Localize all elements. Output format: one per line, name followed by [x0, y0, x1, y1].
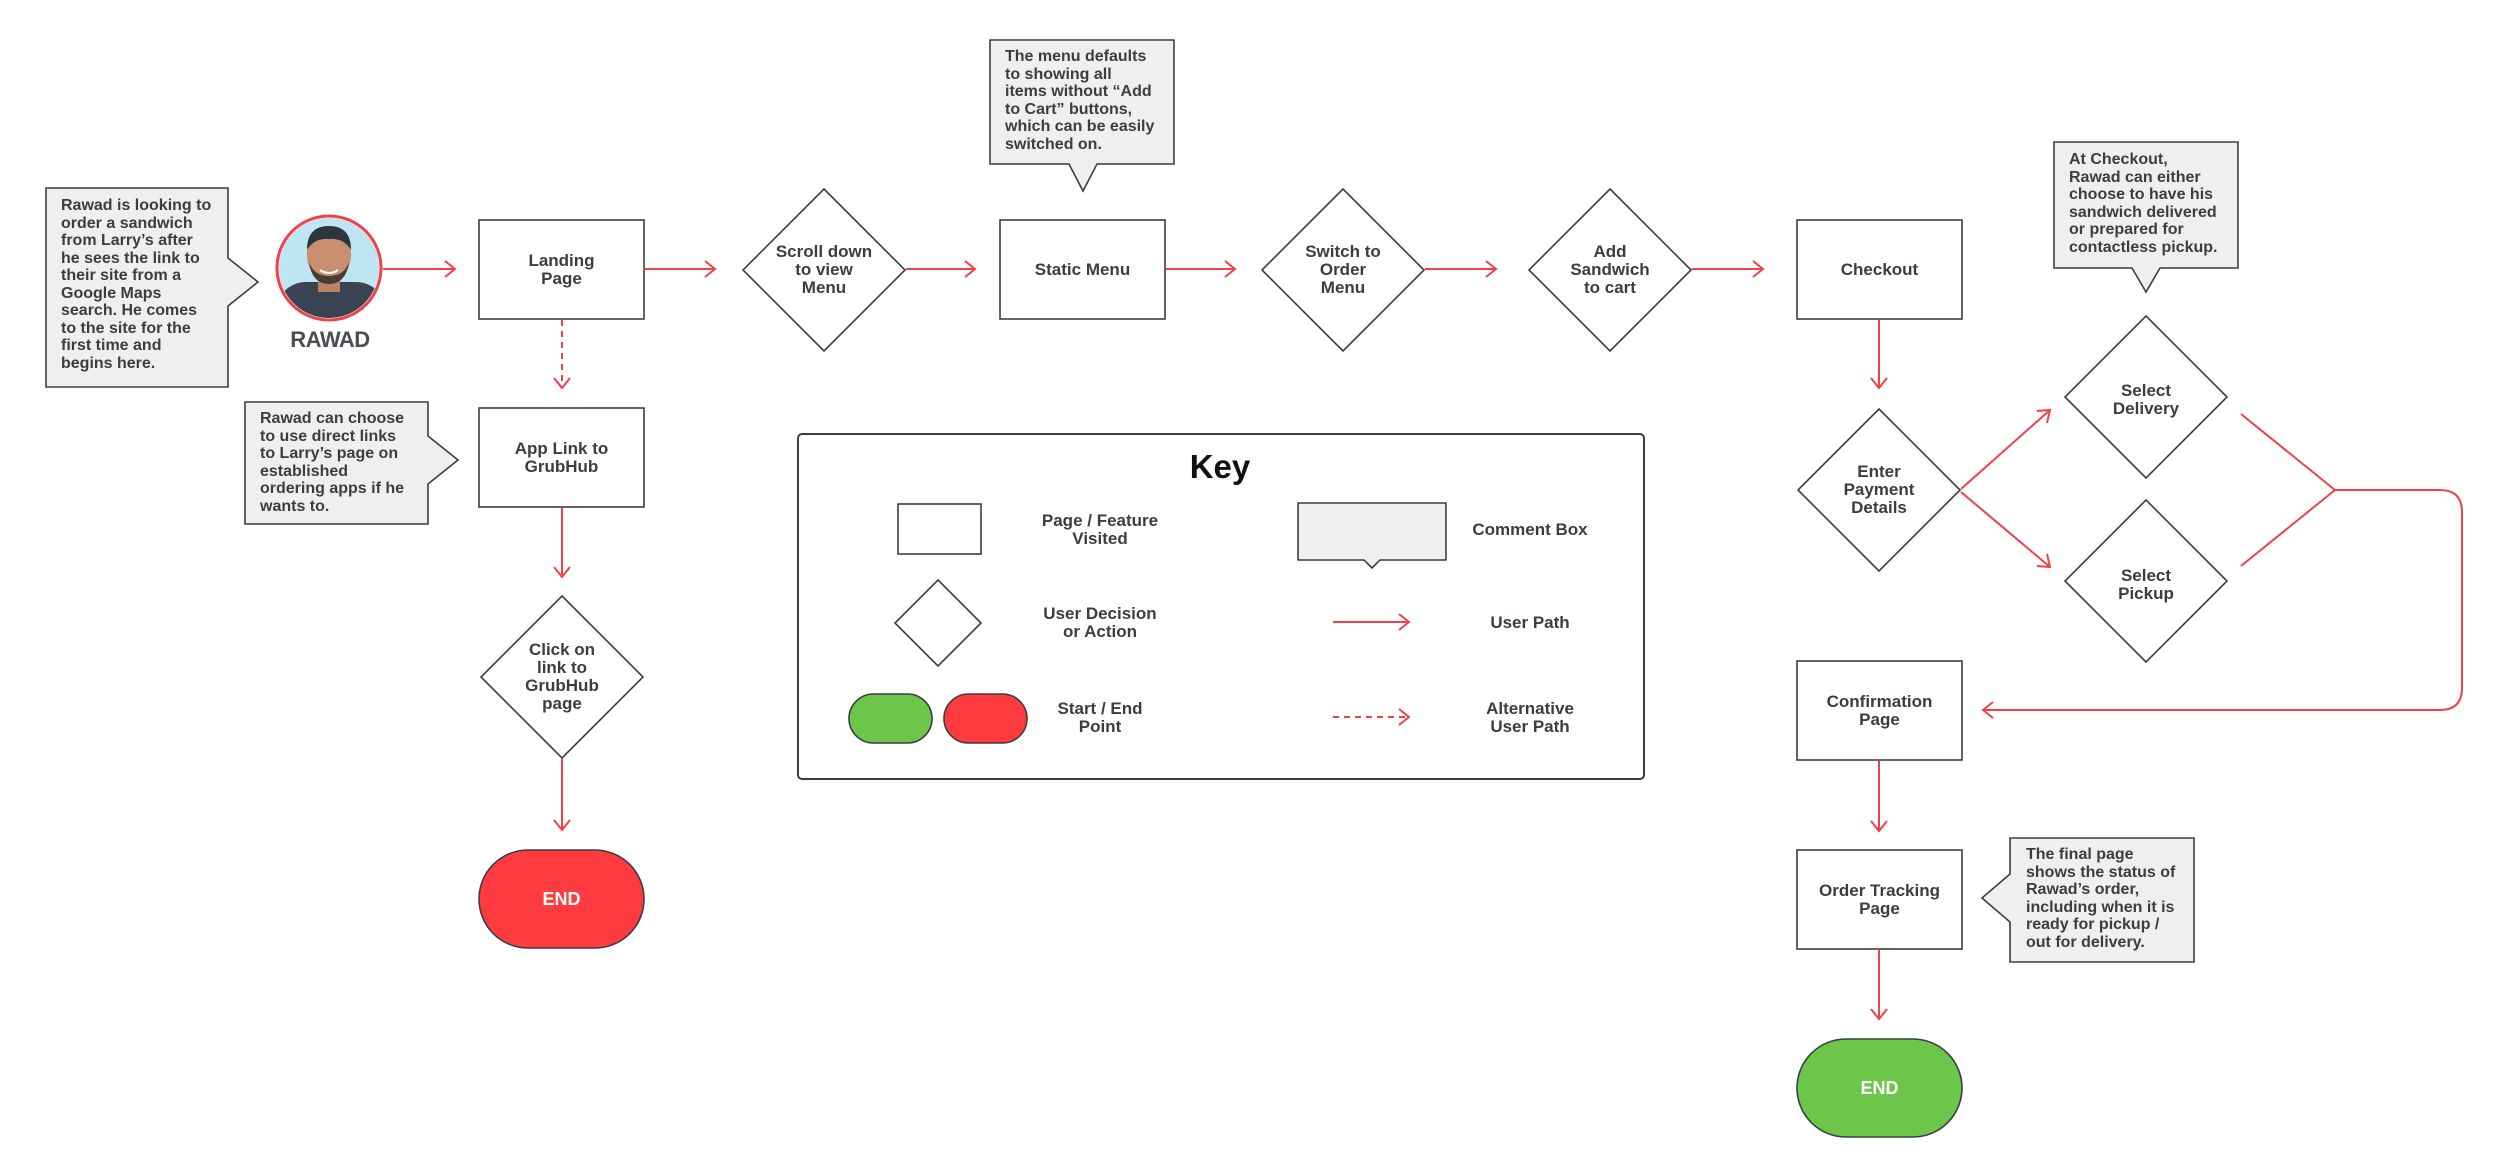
comment-final-text: The final page shows the status of Rawad… [2026, 846, 2176, 951]
arrow-click-end [553, 759, 571, 832]
key-comment-box-swatch [1297, 502, 1447, 570]
arrow-persona-landing [383, 260, 457, 278]
node-enter-payment [1796, 407, 1962, 573]
node-confirmation-page [1796, 660, 1963, 761]
arrow-confirmation-tracking [1870, 761, 1888, 833]
node-add-sandwich-label: Add Sandwich to cart [1570, 241, 1650, 297]
node-select-delivery-label: Select Delivery [2112, 380, 2180, 418]
node-order-tracking [1796, 849, 1963, 950]
arrow-static-switch [1166, 260, 1237, 278]
key-panel [797, 433, 1645, 780]
node-app-link-grubhub-label: App Link to GrubHub [514, 438, 609, 476]
node-select-pickup-label: Select Pickup [2118, 565, 2174, 603]
comment-intro-text: Rawad is looking to order a sandwich fro… [61, 197, 212, 372]
node-select-delivery [2063, 314, 2229, 480]
node-end-left [478, 849, 645, 949]
node-scroll-down [741, 187, 907, 353]
key-end-swatch [943, 693, 1028, 744]
node-scroll-down-label: Scroll down to view Menu [775, 241, 873, 297]
key-user-path-swatch [1333, 613, 1411, 631]
node-app-link-grubhub [478, 407, 645, 508]
node-click-grubhub-link [479, 594, 645, 760]
node-order-tracking-label: Order Tracking Page [1819, 880, 1940, 918]
node-landing-page-label: Landing Page [528, 250, 595, 288]
arrow-checkout-payment [1870, 320, 1888, 390]
node-switch-order-menu-label: Switch to Order Menu [1305, 241, 1381, 297]
comment-box-menu [989, 39, 1175, 193]
alternative-path-arrows [553, 320, 571, 390]
key-user-decision-label: User Decision or Action [1043, 604, 1157, 641]
arrow-add-checkout [1692, 260, 1765, 278]
arrow-merge-confirmation [1981, 489, 2463, 719]
user-path-arrows [383, 260, 2463, 1021]
node-checkout [1796, 219, 1963, 320]
node-switch-order-menu [1260, 187, 1426, 353]
key-page-feature-swatch [897, 503, 982, 555]
arrow-switch-add [1425, 260, 1498, 278]
node-add-sandwich [1527, 187, 1693, 353]
arrow-delivery-merge [2240, 413, 2336, 491]
key-start-end-label: Start / End Point [1057, 699, 1143, 736]
arrow-payment-pickup [1960, 491, 2052, 569]
node-click-grubhub-link-label: Click on link to GrubHub page [525, 640, 599, 713]
comment-grubhub-text: Rawad can choose to use direct links to … [260, 410, 405, 515]
node-checkout-label: Checkout [1840, 259, 1919, 279]
key-page-feature-label: Page / Feature Visited [1041, 511, 1159, 548]
key-user-decision-swatch [893, 578, 983, 668]
node-end-right [1796, 1038, 1963, 1138]
persona-avatar [275, 214, 383, 322]
comment-checkout-text: At Checkout, Rawad can either choose to … [2069, 151, 2218, 256]
key-alt-path-label: Alternative User Path [1486, 699, 1574, 736]
node-confirmation-page-label: Confirmation Page [1826, 691, 1933, 729]
key-user-path-label: User Path [1490, 613, 1570, 632]
key-start-swatch [848, 693, 933, 744]
comment-box-final [1980, 837, 2195, 963]
node-landing-page [478, 219, 645, 320]
node-static-menu [999, 219, 1166, 320]
arrow-pickup-merge [2240, 489, 2336, 567]
arrow-scroll-static [906, 260, 977, 278]
node-enter-payment-label: Enter Payment Details [1843, 462, 1915, 517]
node-select-pickup [2063, 498, 2229, 664]
node-end-left-label: END [542, 889, 581, 909]
persona-name: RAWAD [290, 327, 370, 352]
arrow-tracking-end [1870, 950, 1888, 1021]
arrow-applink-click [553, 508, 571, 579]
comment-box-checkout [2053, 141, 2239, 294]
arrow-landing-scroll [645, 260, 717, 278]
node-end-right-label: END [1860, 1078, 1899, 1098]
arrow-payment-delivery [1960, 408, 2052, 490]
key-comment-box-label: Comment Box [1472, 520, 1588, 539]
key-title: Key [1189, 448, 1251, 485]
comment-box-grubhub [244, 401, 460, 525]
comment-menu-text: The menu defaults to showing all items w… [1005, 48, 1155, 153]
node-static-menu-label: Static Menu [1034, 259, 1131, 279]
comment-box-intro [45, 187, 260, 388]
